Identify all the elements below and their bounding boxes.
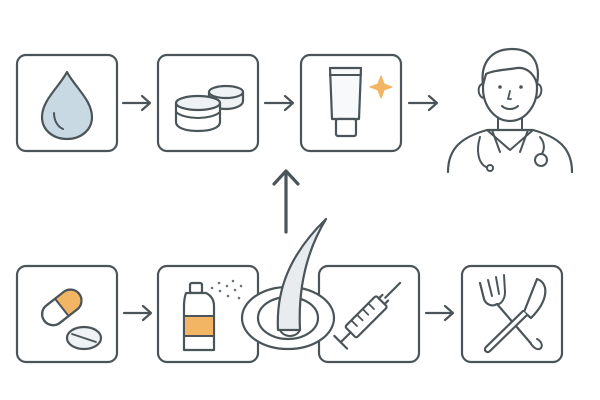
- doctor-icon: [446, 47, 574, 174]
- water-drop-icon: [40, 70, 94, 141]
- arrow-2: [263, 94, 295, 112]
- fork-knife-icon: [478, 274, 547, 354]
- spray-mist: [210, 279, 243, 300]
- box-fork-knife: [460, 264, 564, 364]
- hair-follicle-icon: [240, 217, 336, 351]
- cream-tube-icon: [328, 66, 363, 138]
- arrow-3: [407, 94, 439, 112]
- sparkle-icon: [369, 75, 393, 99]
- pills-icon: [41, 288, 103, 351]
- arrow-up-connector: [272, 169, 300, 234]
- box-pills: [15, 264, 119, 364]
- box-syringe: [317, 264, 421, 364]
- box-cream-jar: [156, 53, 260, 153]
- cream-jar-icon: [174, 84, 245, 133]
- box-spray-bottle: [156, 264, 260, 364]
- arrow-4: [122, 304, 153, 322]
- arrow-1: [121, 94, 152, 112]
- arrow-5: [424, 304, 455, 322]
- spray-bottle-icon: [182, 279, 243, 352]
- syringe-icon: [333, 281, 402, 350]
- box-cream-tube: [299, 53, 403, 153]
- box-water-drop: [15, 53, 119, 153]
